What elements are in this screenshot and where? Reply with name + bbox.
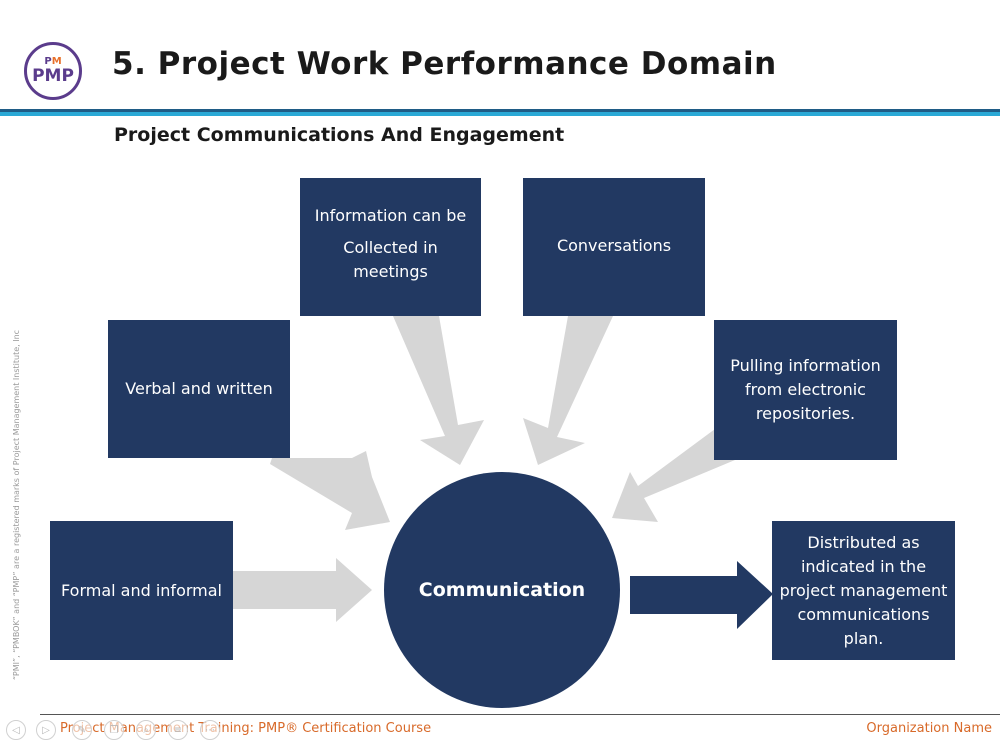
box-meetings-line2: Collected in meetings — [343, 238, 438, 281]
pmp-logo-text: PMP — [32, 66, 74, 86]
pmi-mark: PM — [44, 56, 62, 67]
pmp-logo: PM PMP — [24, 42, 82, 100]
slide-subtitle: Project Communications And Engagement — [114, 124, 565, 146]
arrow-meetings-to-communication — [393, 316, 484, 465]
box-verbal-label: Verbal and written — [125, 379, 273, 398]
box-meetings-line1: Information can be — [314, 206, 467, 225]
next-icon[interactable]: ▷ — [36, 720, 56, 740]
arrow-formal-to-communication — [233, 558, 372, 622]
header-divider-light — [0, 112, 1000, 116]
menu-icon[interactable]: ≡ — [168, 720, 188, 740]
communication-circle: Communication — [384, 472, 620, 708]
arrow-verbal-to-communication — [270, 451, 390, 530]
box-formal-label: Formal and informal — [61, 580, 222, 600]
box-verbal-and-written: Verbal and written — [108, 320, 290, 458]
box-conversations: Conversations — [523, 178, 705, 316]
box-pulling-information: Pulling information from electronic repo… — [714, 320, 897, 460]
box-collected-in-meetings: Information can be Collected in meetings — [300, 178, 481, 316]
search-icon[interactable]: ⌕ — [136, 720, 156, 740]
box-distributed-as-indicated: Distributed as indicated in the project … — [772, 521, 955, 660]
more-icon[interactable]: ⋯ — [200, 720, 220, 740]
box-pulling-label: Pulling information from electronic repo… — [730, 356, 881, 423]
slide-title: 5. Project Work Performance Domain — [112, 46, 777, 82]
box-conversations-label: Conversations — [556, 236, 672, 255]
copy-icon[interactable]: ❐ — [104, 720, 124, 740]
header-divider-dark — [0, 109, 1000, 112]
arrow-conversations-to-communication — [523, 316, 613, 465]
arrow-communication-to-distributed — [630, 561, 773, 629]
box-distributed-label: Distributed as indicated in the project … — [779, 532, 948, 648]
box-formal-and-informal: Formal and informal — [50, 521, 233, 660]
pen-icon[interactable]: ✎ — [72, 720, 92, 740]
communication-label: Communication — [418, 579, 586, 601]
footer-organization-name: Organization Name — [866, 721, 992, 736]
footer-divider — [40, 714, 1000, 715]
prev-icon[interactable]: ◁ — [6, 720, 26, 740]
arrow-pulling-to-communication — [612, 429, 735, 522]
